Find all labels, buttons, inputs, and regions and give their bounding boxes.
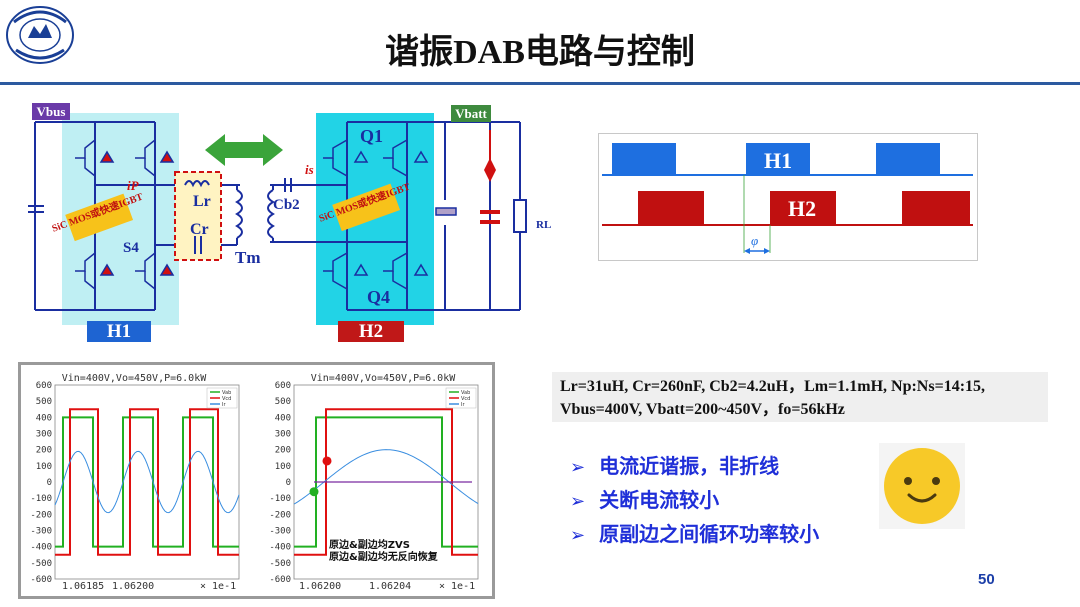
y-tick-label: -400 bbox=[269, 543, 291, 553]
smiley-icon bbox=[879, 443, 965, 529]
plot-right-xtick-1: 1.06200 bbox=[299, 581, 341, 592]
page-title: 谐振DAB电路与控制 bbox=[385, 34, 695, 71]
y-tick-label: -500 bbox=[30, 559, 52, 569]
plot-right-title: Vin=400V,Vo=450V,P=6.0kW bbox=[311, 373, 456, 384]
title-divider bbox=[0, 82, 1080, 85]
y-tick-label: 100 bbox=[275, 462, 291, 472]
y-tick-label: 100 bbox=[36, 462, 52, 472]
q1-label: Q1 bbox=[360, 126, 383, 146]
plot-left-title: Vin=400V,Vo=450V,P=6.0kW bbox=[62, 373, 207, 384]
zvs-point-secondary bbox=[322, 456, 332, 466]
rl-label: RL bbox=[536, 219, 551, 231]
y-tick-label: 0 bbox=[286, 478, 291, 488]
y-tick-label: 200 bbox=[36, 446, 52, 456]
plot-left-xscale: × 1e-1 bbox=[200, 581, 236, 592]
y-tick-label: 300 bbox=[36, 430, 52, 440]
plot-annotation-no-reverse-recovery: 原边&副边均无反向恢复 bbox=[329, 550, 439, 563]
plot-annotation-zvs: 原边&副边均ZVS bbox=[329, 538, 410, 551]
timing-h2-label: H2 bbox=[788, 196, 816, 221]
y-tick-label: -100 bbox=[269, 494, 291, 504]
y-tick-label: -400 bbox=[30, 543, 52, 553]
params-line-1: Lr=31uH, Cr=260nF, Cb2=4.2uH，Lm=1.1mH, N… bbox=[560, 378, 986, 395]
university-logo bbox=[6, 6, 74, 64]
circuit-parameters: Lr=31uH, Cr=260nF, Cb2=4.2uH，Lm=1.1mH, N… bbox=[552, 372, 1048, 422]
params-line-2: Vbus=400V, Vbatt=200~450V，fo=56kHz bbox=[560, 401, 845, 418]
phase-shift-timing-diagram: H1 H2 φ bbox=[598, 133, 978, 261]
bullet-1: ➢电流近谐振，非折线 bbox=[570, 456, 780, 478]
plot-right-xtick-2: 1.06204 bbox=[369, 581, 411, 592]
legend-label: Vab bbox=[222, 390, 231, 396]
bullet-arrow-icon: ➢ bbox=[570, 457, 586, 477]
y-tick-label: -200 bbox=[269, 510, 291, 520]
y-tick-label: 500 bbox=[275, 397, 291, 407]
y-tick-label: -300 bbox=[269, 527, 291, 537]
waveform-plot-right: Vin=400V,Vo=450V,P=6.0kW 600 500 400 300 200… bbox=[269, 373, 479, 592]
y-tick-label: 0 bbox=[47, 478, 52, 488]
y-tick-label: -500 bbox=[269, 559, 291, 569]
ip-label: iP bbox=[127, 178, 140, 193]
cb2-label: Cb2 bbox=[273, 197, 300, 213]
s4-label: S4 bbox=[123, 240, 139, 256]
power-flow-arrow bbox=[205, 134, 283, 166]
y-tick-label: 300 bbox=[275, 430, 291, 440]
y-tick-label: 500 bbox=[36, 397, 52, 407]
vab-trace bbox=[55, 416, 239, 548]
resonant-tank-box bbox=[174, 171, 222, 261]
vcd-trace bbox=[294, 408, 478, 556]
y-tick-label: -200 bbox=[30, 510, 52, 520]
h2-bridge-label: H2 bbox=[338, 321, 404, 342]
legend-label: Vab bbox=[461, 390, 470, 396]
y-tick-label: 400 bbox=[275, 413, 291, 423]
bullet-arrow-icon: ➢ bbox=[570, 525, 586, 545]
zvs-point-primary bbox=[309, 487, 319, 497]
dab-circuit-diagram: SiC MOS或快速IGBT SiC MOS或快速IGBT Lr Cr Cb2 … bbox=[28, 113, 551, 325]
phase-label: φ bbox=[751, 233, 758, 248]
bullet-arrow-icon: ➢ bbox=[570, 491, 586, 511]
bullet-2: ➢关断电流较小 bbox=[570, 490, 720, 512]
timing-h1-label: H1 bbox=[764, 148, 792, 173]
legend-label: Ir bbox=[461, 402, 465, 408]
plot-left-xtick-2: 1.06200 bbox=[112, 581, 154, 592]
y-tick-label: -600 bbox=[30, 575, 52, 585]
plot-right-xscale: × 1e-1 bbox=[439, 581, 475, 592]
legend-label: Vcd bbox=[222, 396, 231, 402]
cr-label: Cr bbox=[190, 221, 209, 238]
vbus-label: Vbus bbox=[32, 103, 70, 120]
h1-bridge-label: H1 bbox=[87, 321, 151, 342]
legend-label: Ir bbox=[222, 402, 226, 408]
waveform-plot-left: Vin=400V,Vo=450V,P=6.0kW 600 500 400 300 200… bbox=[30, 373, 240, 592]
y-tick-label: 600 bbox=[36, 381, 52, 391]
y-tick-label: -300 bbox=[30, 527, 52, 537]
y-tick-label: 600 bbox=[275, 381, 291, 391]
y-tick-label: -100 bbox=[30, 494, 52, 504]
vab-trace bbox=[294, 416, 478, 548]
ir-trace bbox=[54, 450, 240, 514]
tm-label: Tm bbox=[235, 248, 261, 267]
vcd-trace bbox=[55, 408, 239, 556]
vbatt-label: Vbatt bbox=[451, 105, 491, 122]
q4-label: Q4 bbox=[367, 287, 390, 307]
y-tick-label: 200 bbox=[275, 446, 291, 456]
lr-label: Lr bbox=[193, 193, 211, 210]
y-tick-label: 400 bbox=[36, 413, 52, 423]
legend-label: Vcd bbox=[461, 396, 470, 402]
y-tick-label: -600 bbox=[269, 575, 291, 585]
bullet-3: ➢原副边之间循环功率较小 bbox=[570, 524, 820, 546]
plot-left-xtick-1: 1.06185 bbox=[62, 581, 104, 592]
page-number: 50 bbox=[978, 571, 995, 588]
is-label: is bbox=[305, 162, 314, 177]
